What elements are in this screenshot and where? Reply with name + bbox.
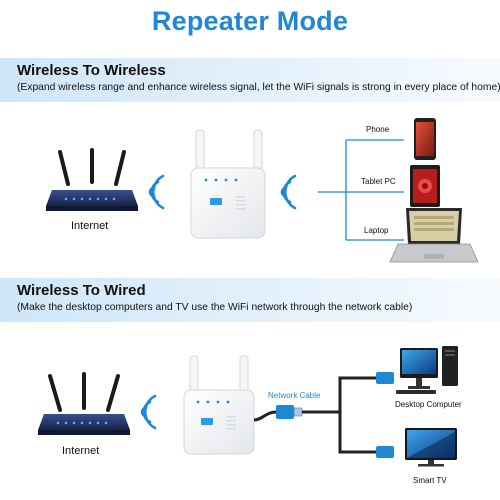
network-cable-label: Network Cable xyxy=(268,391,320,400)
connector-lines xyxy=(318,140,404,240)
wifi-signal-icon xyxy=(149,176,163,208)
internet-label: Internet xyxy=(62,445,99,457)
wifi-signal-icon xyxy=(141,396,155,428)
device-label-tv: Smart TV xyxy=(413,476,447,485)
desktop-computer-icon xyxy=(396,346,458,394)
network-cable xyxy=(254,372,394,458)
phone-icon xyxy=(414,118,436,160)
laptop-icon xyxy=(390,208,478,262)
device-label-phone: Phone xyxy=(366,125,389,134)
device-label-tablet: Tablet PC xyxy=(361,177,396,186)
smart-tv-icon xyxy=(405,428,457,467)
device-label-laptop: Laptop xyxy=(364,226,388,235)
repeater-device-icon xyxy=(184,356,254,454)
internet-label: Internet xyxy=(71,220,108,232)
router-icon xyxy=(38,374,130,435)
repeater-device-icon xyxy=(191,130,265,238)
device-label-desktop: Desktop Computer xyxy=(395,400,462,409)
wifi-signal-icon xyxy=(281,176,295,208)
tablet-icon xyxy=(410,165,440,207)
router-icon xyxy=(46,150,138,211)
